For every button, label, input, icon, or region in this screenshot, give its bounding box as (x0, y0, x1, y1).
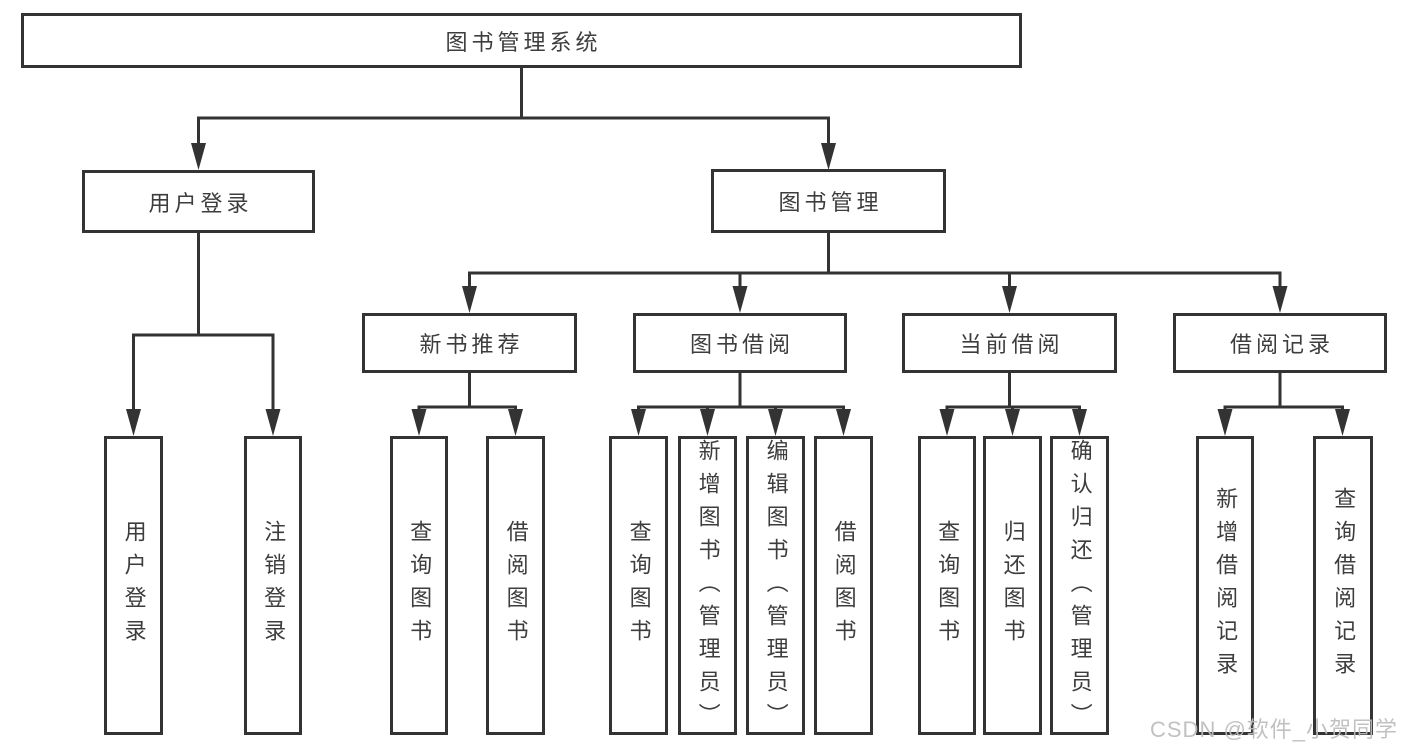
node-current-borrowing: 当前借阅 (902, 313, 1117, 373)
node-new-book-recommendation: 新书推荐 (362, 313, 577, 373)
leaf-add-borrow-record: 新增借阅记录 (1196, 436, 1254, 735)
leaf-confirm-return-admin: 确认归还（管理员） (1050, 436, 1109, 736)
leaf-query-books-current: 查询图书 (918, 436, 976, 735)
leaf-user-login: 用户登录 (104, 436, 163, 735)
node-label: 注销登录 (261, 519, 287, 652)
node-label: 新增图书（管理员） (695, 439, 721, 736)
node-borrowing-records: 借阅记录 (1173, 313, 1387, 373)
leaf-borrow-books-recommend: 借阅图书 (486, 436, 545, 735)
node-label: 图书借阅 (689, 332, 794, 357)
leaf-return-books: 归还图书 (983, 436, 1042, 735)
node-label: 用户登录 (148, 190, 253, 216)
leaf-add-books-admin: 新增图书（管理员） (678, 436, 737, 736)
node-label: 新书推荐 (419, 332, 524, 357)
node-label: 图书管理系统 (445, 29, 602, 55)
node-label: 确认归还（管理员） (1067, 439, 1093, 736)
leaf-query-books-borrow: 查询图书 (609, 436, 668, 735)
leaf-query-borrow-record: 查询借阅记录 (1313, 436, 1373, 735)
node-library-management-system: 图书管理系统 (21, 13, 1022, 68)
node-label: 归还图书 (1000, 519, 1026, 652)
node-label: 图书管理 (778, 190, 883, 215)
node-book-management: 图书管理 (711, 169, 946, 233)
node-label: 用户登录 (121, 519, 147, 652)
node-book-borrowing: 图书借阅 (633, 313, 847, 373)
node-label: 查询图书 (407, 519, 433, 652)
node-label: 查询借阅记录 (1331, 486, 1357, 685)
node-user-login: 用户登录 (82, 170, 315, 233)
node-label: 查询图书 (935, 519, 961, 652)
node-label: 新增借阅记录 (1213, 486, 1239, 685)
node-label: 借阅图书 (831, 519, 857, 652)
node-label: 借阅记录 (1229, 332, 1334, 357)
node-label: 当前借阅 (959, 332, 1064, 357)
leaf-borrow-books: 借阅图书 (814, 436, 873, 735)
leaf-edit-books-admin: 编辑图书（管理员） (746, 436, 805, 736)
node-label: 编辑图书（管理员） (763, 439, 789, 736)
leaf-query-books-recommend: 查询图书 (390, 436, 448, 735)
node-label: 查询图书 (626, 519, 652, 652)
csdn-watermark: CSDN @软件_小贺同学 (1150, 717, 1399, 742)
node-label: 借阅图书 (503, 519, 529, 652)
leaf-logout: 注销登录 (244, 436, 302, 735)
